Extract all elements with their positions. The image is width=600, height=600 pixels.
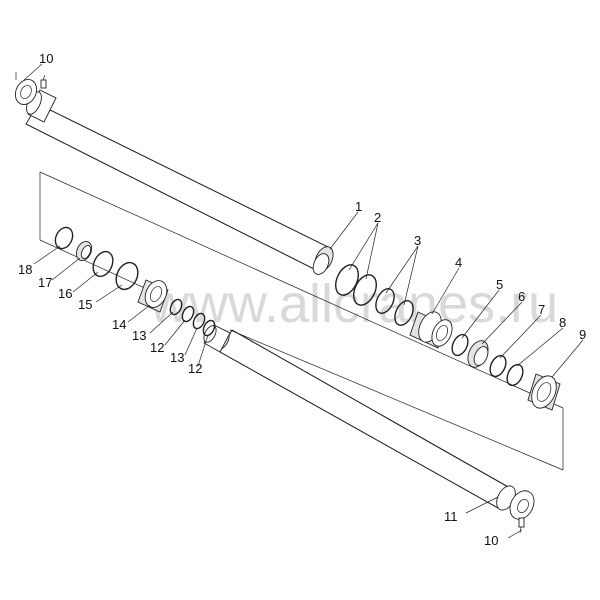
callout-5: 5 <box>496 277 503 292</box>
callout-10-top: 10 <box>39 51 53 66</box>
callout-12-left: 12 <box>150 340 164 355</box>
callout-13-left: 13 <box>132 328 146 343</box>
callout-14: 14 <box>112 317 126 332</box>
callout-15: 15 <box>78 297 92 312</box>
callout-13-right: 13 <box>170 350 184 365</box>
assembly-frame <box>39 171 564 471</box>
callout-1: 1 <box>355 199 362 214</box>
callout-2: 2 <box>374 210 381 225</box>
piston-rod <box>203 324 535 534</box>
callout-16: 16 <box>58 286 72 301</box>
callout-4: 4 <box>455 255 462 270</box>
callout-6: 6 <box>518 289 525 304</box>
callout-8: 8 <box>559 315 566 330</box>
leader-lines <box>15 63 584 539</box>
callout-7: 7 <box>538 302 545 317</box>
left-parts <box>54 226 216 337</box>
callout-3: 3 <box>414 233 421 248</box>
callout-17: 17 <box>38 275 52 290</box>
callout-10-bottom: 10 <box>484 533 498 548</box>
callout-18: 18 <box>18 262 32 277</box>
cylinder-barrel <box>14 74 334 275</box>
callout-9: 9 <box>579 327 586 342</box>
callout-labels: 1 2 3 4 5 6 7 8 9 10 10 11 12 12 13 13 1… <box>18 51 586 548</box>
callout-11: 11 <box>444 509 458 524</box>
watermark-text: www.allcranes.ru <box>149 274 558 334</box>
callout-12-right: 12 <box>188 361 202 376</box>
